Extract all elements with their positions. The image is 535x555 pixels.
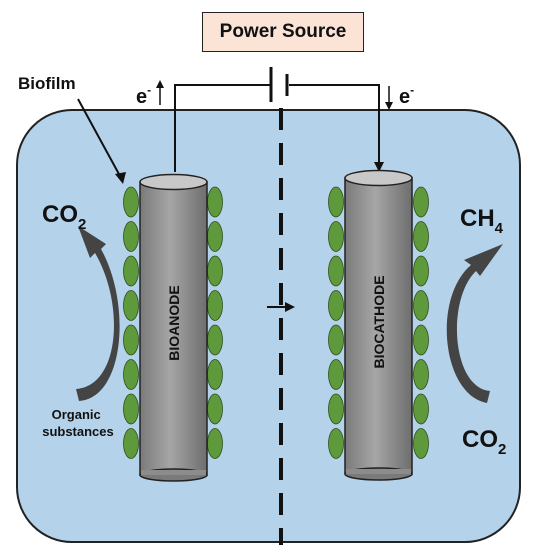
biofilm-cell (328, 428, 344, 459)
biofilm-cell (413, 255, 429, 287)
biofilm-cell (207, 290, 223, 321)
cathode-wire-arrowhead (374, 162, 384, 172)
biofilm-cell (413, 290, 429, 321)
biocathode-electrode: BIOCATHODE (344, 169, 413, 481)
cathode-reaction-arrow (446, 244, 503, 403)
electron-label-right: e- (399, 83, 414, 108)
biofilm-cell (123, 186, 139, 218)
biofilm-pointer-arrow (77, 98, 126, 184)
anode-reaction-arrow (76, 226, 120, 401)
biofilm-cell (207, 221, 223, 252)
biofilm-cell (207, 255, 223, 287)
biofilm-cell (413, 221, 429, 252)
biofilm-cell (207, 428, 223, 459)
biofilm-cell (328, 393, 344, 425)
cathode-input-label: CO2 (462, 426, 506, 458)
cathode-product-label: CH4 (460, 205, 504, 237)
biofilm-cell (328, 359, 344, 390)
biofilm-cell (413, 393, 429, 425)
organic-substances-label: Organic substances (42, 407, 114, 439)
reactor-chamber (16, 109, 521, 543)
biofilm-cell (207, 186, 223, 218)
battery-symbol (269, 67, 289, 102)
cathode-biofilm (328, 186, 429, 459)
biocathode-label: BIOCATHODE (371, 275, 387, 368)
electron-in-arrow (385, 86, 393, 110)
biofilm-cell (328, 221, 344, 252)
electron-out-arrow (156, 80, 164, 105)
anode-product-label: CO2 (42, 201, 86, 233)
external-circuit (174, 84, 380, 172)
biofilm-cell (123, 290, 139, 321)
biofilm-cell (328, 186, 344, 218)
biofilm-cell (413, 428, 429, 459)
biofilm-cell (123, 255, 139, 287)
biofilm-cell (413, 324, 429, 356)
biofilm-cell (207, 324, 223, 356)
biofilm-cell (413, 359, 429, 390)
biofilm-cell (413, 186, 429, 218)
biofilm-cell (123, 221, 139, 252)
biofilm-cell (123, 428, 139, 459)
biofilm-cell (328, 255, 344, 287)
biofilm-cell (207, 359, 223, 390)
biofilm-label: Biofilm (18, 74, 76, 93)
biofilm-cell (123, 359, 139, 390)
biofilm-cell (328, 290, 344, 321)
biofilm-cell (328, 324, 344, 356)
power-source-label: Power Source (219, 21, 347, 42)
power-source-box: Power Source (202, 12, 364, 52)
biofilm-cell (207, 393, 223, 425)
anode-biofilm (123, 186, 223, 459)
biofilm-cell (123, 393, 139, 425)
biofilm-cell (123, 324, 139, 356)
bioanode-label: BIOANODE (166, 285, 182, 360)
electron-label-left: e- (136, 83, 151, 108)
bioanode-electrode: BIOANODE (139, 173, 208, 482)
